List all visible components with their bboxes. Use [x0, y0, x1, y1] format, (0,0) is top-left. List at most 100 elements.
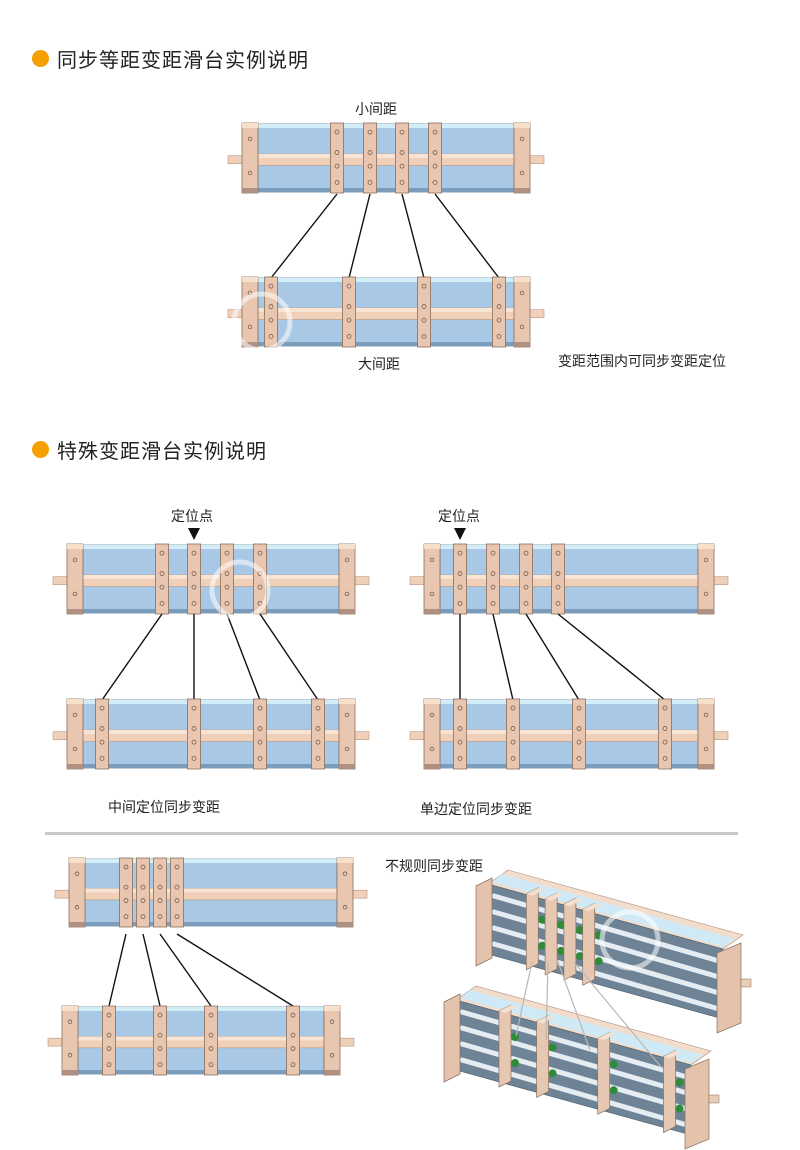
rail-center-positioning-top	[52, 543, 370, 615]
linear-bushing	[594, 957, 603, 966]
screw-hole	[519, 170, 525, 176]
end-plate-right	[513, 122, 531, 194]
rail-center-positioning-bottom	[52, 698, 370, 770]
slider-block	[395, 122, 409, 194]
single-side-positioning-caption: 单边定位同步变距	[420, 802, 532, 818]
link-line	[259, 613, 319, 701]
end-plate-base	[69, 922, 85, 927]
slider-screw-hole	[140, 864, 146, 870]
small-spacing-label: 小间距	[355, 102, 397, 118]
rail-glass-cover	[492, 874, 735, 947]
rail-top-edge	[83, 700, 339, 704]
slider-block	[492, 276, 506, 348]
slider-screw-hole	[662, 756, 668, 761]
slider-screw-hole	[662, 705, 668, 711]
shaft-end	[740, 978, 752, 988]
screw-hole	[703, 712, 709, 718]
linear-bushing	[675, 1104, 684, 1113]
slider-screw-hole	[457, 705, 463, 711]
screw-hole	[247, 136, 253, 142]
end-plate-cap	[242, 123, 258, 128]
rail-bottom-edge	[78, 1070, 324, 1074]
screw-hole	[72, 591, 78, 597]
slider-screw-hole	[290, 1062, 296, 1068]
rail-top-edge	[258, 124, 514, 128]
slider-block-top	[663, 1050, 682, 1059]
slider-screw-hole	[432, 180, 438, 185]
linear-bushing	[511, 1033, 519, 1041]
end-plate-right	[716, 942, 742, 1034]
section-title-special: 特殊变距滑台实例说明	[32, 435, 267, 464]
guide-rod-highlight	[83, 574, 339, 579]
slider-screw-hole	[157, 898, 163, 903]
screw-hole	[342, 871, 348, 876]
linear-bushing	[538, 941, 547, 950]
slider-screw-hole	[315, 756, 321, 761]
slider-screw-hole	[555, 571, 561, 576]
guide-rod-highlight	[78, 1036, 324, 1041]
shaft-end-left	[54, 889, 72, 899]
screw-hole	[72, 712, 78, 718]
end-plate-right	[697, 543, 715, 615]
slider-screw-hole	[399, 150, 405, 155]
end-plate-right	[513, 276, 531, 348]
watermark-logo-icon	[231, 291, 293, 353]
slider-screw-hole	[257, 584, 263, 590]
linear-bushing	[557, 946, 566, 955]
end-plate-right	[336, 857, 354, 928]
slider-screw-hole	[157, 1062, 163, 1068]
slider-block	[119, 857, 133, 928]
slider-block-top	[582, 903, 601, 912]
slider-screw-hole	[334, 163, 340, 169]
link-line	[101, 613, 163, 701]
slider-screw-hole	[421, 334, 427, 339]
slider-block	[253, 698, 267, 770]
slider-screw-hole	[208, 1046, 214, 1051]
slider-block	[417, 276, 431, 348]
end-plate-left	[66, 543, 84, 615]
slider-screw-hole	[123, 898, 129, 903]
slider-block	[428, 122, 442, 194]
slider-screw-hole	[490, 584, 496, 590]
slider-screw-hole	[191, 601, 197, 606]
watermark-logo-icon	[209, 559, 271, 621]
slider-block	[525, 887, 539, 971]
slider-screw-hole	[191, 739, 197, 745]
end-plate-left	[61, 1005, 79, 1076]
slider-screw-hole	[523, 601, 529, 606]
slider-screw-hole	[191, 705, 197, 711]
linear-bushing	[609, 1060, 618, 1069]
end-plate-right	[338, 543, 356, 615]
slider-screw-hole	[224, 550, 230, 556]
shaft-end-right	[527, 155, 545, 165]
end-plate-cap	[424, 699, 440, 704]
slider-screw-hole	[123, 864, 129, 870]
rail-bottom-edge	[85, 922, 337, 926]
guide-rod-highlight	[258, 153, 514, 158]
slider-block	[220, 543, 234, 615]
end-plate-left	[475, 877, 493, 967]
linear-bushing	[675, 1078, 684, 1087]
screw-hole	[74, 871, 80, 876]
rail-top-edge	[83, 545, 339, 549]
slider-screw-hole	[662, 726, 668, 731]
center-positioning-caption: 中间定位同步变距	[108, 800, 220, 816]
slider-block	[153, 1005, 167, 1076]
slider-screw-hole	[576, 739, 582, 745]
slider-screw-hole	[523, 584, 529, 590]
slider-screw-hole	[157, 1046, 163, 1051]
slider-block	[453, 698, 467, 770]
slider-screw-hole	[106, 1012, 112, 1018]
link-line	[434, 193, 500, 279]
slider-screw-hole	[174, 884, 180, 890]
shaft-end-right	[711, 576, 729, 586]
slider-screw-hole	[457, 601, 463, 606]
slider-block	[572, 698, 586, 770]
slider-screw-hole	[174, 898, 180, 903]
linear-bushing	[609, 1086, 618, 1095]
end-plate-base	[514, 188, 530, 193]
screw-hole	[429, 557, 435, 563]
slider-block	[453, 543, 467, 615]
slider-screw-hole	[576, 756, 582, 761]
shaft-end	[708, 1094, 720, 1104]
